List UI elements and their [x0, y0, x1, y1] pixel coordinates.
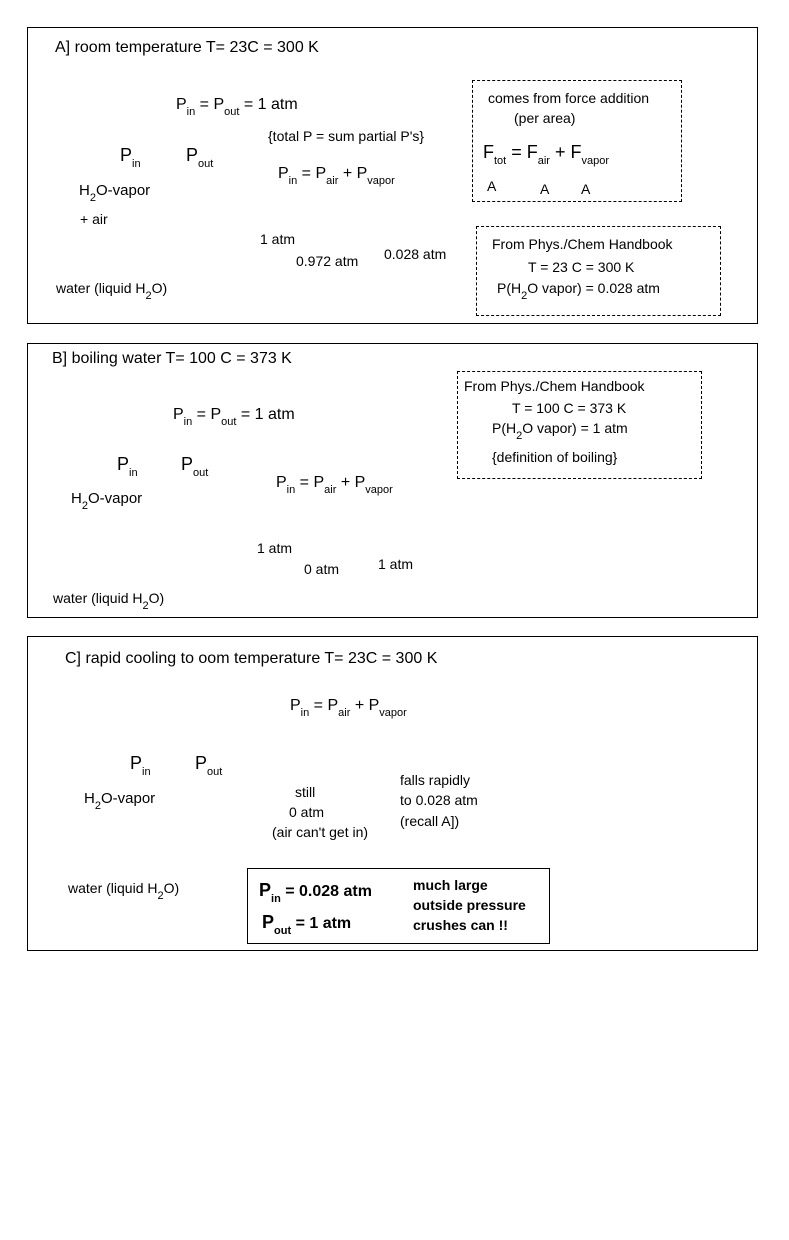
- panel-b-value-pair: 0 atm: [304, 561, 340, 577]
- result-pin: Pin = 0.028 atm: [259, 880, 372, 905]
- handbook-box-b: [457, 371, 702, 479]
- result-msg-line2: outside pressure: [413, 897, 526, 913]
- force-addition-box: [472, 80, 682, 202]
- handbook-b-line4: {definition of boiling}: [492, 449, 618, 465]
- falls-line3: (recall A]): [400, 813, 460, 829]
- panel-b-vapor-label: H2O-vapor: [71, 490, 143, 512]
- panel-b-title: B] boiling water T= 100 C = 373 K: [52, 350, 292, 367]
- result-pout: Pout = 1 atm: [262, 912, 352, 937]
- panel-b: [27, 343, 758, 618]
- force-equation: Ftot = Fair + Fvapor: [483, 142, 610, 167]
- panel-a-pin-label: Pin: [120, 145, 141, 170]
- panel-c-vapor-label: H2O-vapor: [84, 790, 156, 812]
- result-msg-line1: much large: [413, 877, 488, 893]
- panel-a-total-note: {total P = sum partial P's}: [268, 128, 425, 144]
- handbook-a-line3: P(H2O vapor) = 0.028 atm: [497, 280, 660, 302]
- panel-c-pin-label: Pin: [130, 753, 151, 778]
- panel-b-value-pvapor: 1 atm: [378, 556, 414, 572]
- panel-b-pressure-equality: Pin = Pout = 1 atm: [173, 406, 295, 428]
- panel-a-value-pin: 1 atm: [260, 231, 296, 247]
- panel-b-water-label: water (liquid H2O): [53, 590, 165, 612]
- handbook-a-line1: From Phys./Chem Handbook: [492, 236, 673, 252]
- force-box-line1: comes from force addition: [488, 90, 650, 106]
- still-line3: (air can't get in): [272, 824, 369, 840]
- panel-a: [27, 27, 758, 324]
- panel-a-value-pvapor: 0.028 atm: [384, 246, 447, 262]
- result-box: [247, 868, 550, 944]
- falls-line1: falls rapidly: [400, 772, 471, 788]
- force-box-line2: (per area): [514, 110, 576, 126]
- panel-a-vapor-label: H2O-vapor: [79, 182, 151, 204]
- panel-a-value-pair: 0.972 atm: [296, 253, 359, 269]
- panel-a-partial-equation: Pin = Pair + Pvapor: [278, 165, 395, 187]
- panel-b-pin-label: Pin: [117, 454, 138, 479]
- panel-c-water-label: water (liquid H2O): [68, 880, 180, 902]
- result-msg-line3: crushes can !!: [413, 917, 508, 933]
- handbook-box-a: [476, 226, 721, 316]
- panel-a-water-label: water (liquid H2O): [56, 280, 168, 302]
- panel-a-pressure-equality: Pin = Pout = 1 atm: [176, 96, 298, 118]
- still-line1: still: [295, 784, 316, 800]
- panel-c: [27, 636, 758, 951]
- handbook-b-line2: T = 100 C = 373 K: [512, 400, 627, 416]
- panel-b-pout-label: Pout: [181, 454, 209, 479]
- force-denominator-3: A: [581, 181, 591, 197]
- panel-c-title: C] rapid cooling to oom temperature T= 2…: [65, 650, 438, 667]
- force-denominator-2: A: [540, 181, 550, 197]
- handbook-b-line1: From Phys./Chem Handbook: [464, 378, 645, 394]
- falls-line2: to 0.028 atm: [400, 792, 478, 808]
- panel-a-title: A] room temperature T= 23C = 300 K: [55, 39, 319, 56]
- handbook-b-line3: P(H2O vapor) = 1 atm: [492, 420, 628, 442]
- panel-b-value-pin: 1 atm: [257, 540, 293, 556]
- panel-a-pout-label: Pout: [186, 145, 214, 170]
- force-denominator-1: A: [487, 178, 497, 194]
- still-line2: 0 atm: [289, 804, 325, 820]
- panel-b-partial-equation: Pin = Pair + Pvapor: [276, 474, 393, 496]
- panel-c-pout-label: Pout: [195, 753, 223, 778]
- panel-c-partial-equation: Pin = Pair + Pvapor: [290, 697, 407, 719]
- handbook-a-line2: T = 23 C = 300 K: [528, 259, 635, 275]
- panel-a-air-label: + air: [80, 211, 108, 227]
